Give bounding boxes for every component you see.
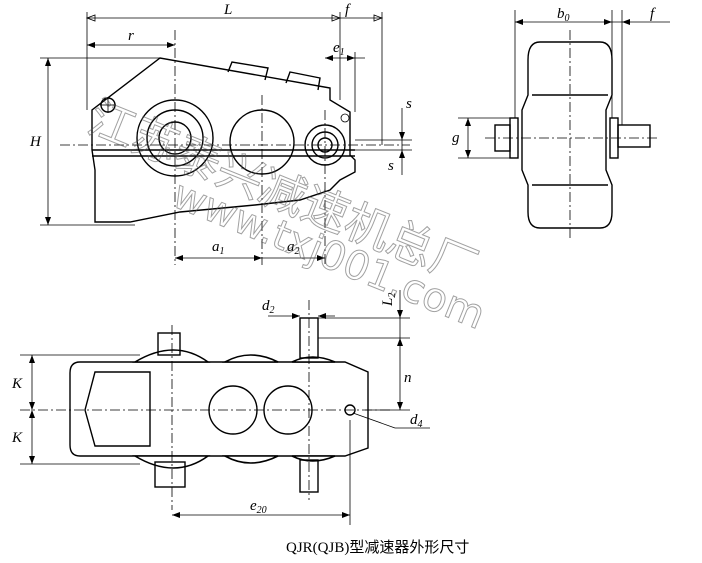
label-K-upper: K [11,376,23,392]
label-n: n [404,370,412,386]
dim-K-arrow-bottom [29,456,35,464]
plan-boss-lower-2 [221,455,279,464]
dim-L-arrow-right [331,14,342,22]
dim-a1-arrow-left [175,255,183,261]
label-L2: L2 [380,293,398,307]
label-L: L [223,2,232,18]
dim-e1-arrow-right [347,55,355,61]
dim-b0-arrow-left [515,19,523,25]
front-lid-1 [227,61,269,81]
dim-d2-arrow-right [318,313,326,319]
dim-a2-arrow-right [317,255,325,261]
side-body-outline [521,41,613,229]
dim-n-arrow-bottom [397,402,403,410]
label-d2: d2 [262,298,275,316]
dim-L2-arrow-bottom [397,338,403,346]
label-s-lower: s [388,158,394,174]
dim-r-arrow-left [87,42,95,48]
figure-caption: QJR(QJB)型减速器外形尺寸 [286,539,469,556]
dim-K-arrow-top [29,355,35,363]
dim-f-side-arrow [622,19,630,25]
dim-s-arrow-bottom [399,150,405,158]
side-view: b0 f g [452,6,670,240]
dim-r-arrow-right [167,42,175,48]
plan-shaft-end-lower-1 [154,461,186,488]
label-s-upper: s [406,96,412,112]
leader-d4 [352,412,396,429]
plan-boss-upper-1 [132,349,211,363]
label-a2: a2 [287,239,300,257]
label-g: g [452,130,460,146]
plan-view: d2 L2 K K n d4 e20 [11,290,430,525]
label-d4: d4 [410,412,423,430]
dim-H-arrow-bottom [45,217,51,225]
plan-shaft-end-lower-3 [299,459,319,493]
plan-shaft-end-upper-1 [157,332,181,356]
dim-s-arrow-top [399,132,405,140]
label-b0: b0 [557,6,570,24]
dim-e20-arrow-left [172,512,180,518]
dim-d2-arrow-left [292,313,300,319]
front-lid-2 [285,71,321,91]
dim-e1-arrow-left [325,55,333,61]
dim-L2-arrow-top [397,310,403,318]
dim-K-arrow-mid-up [29,402,35,410]
label-f-side: f [650,6,656,22]
label-e20: e20 [250,498,267,516]
front-view: L f r e1 H s s a1 a2 [29,2,412,265]
dim-a1-arrow-right [254,255,262,261]
dim-e20-arrow-right [342,512,350,518]
label-r: r [128,28,134,44]
watermark: 江苏泰兴减速机总厂 www.txj001.com [80,90,492,340]
dim-g-arrow-bottom [465,150,471,158]
label-K-lower: K [11,430,23,446]
plan-boss-upper-2 [221,354,279,363]
front-housing-outline [91,57,356,223]
dim-g-arrow-top [465,118,471,126]
label-a1: a1 [212,239,225,257]
plan-housing-outline [69,361,369,457]
watermark-line1: 江苏泰兴减速机总厂 [81,90,485,295]
dim-K-arrow-mid-down [29,410,35,418]
dim-L-arrow-left [85,14,96,22]
label-H: H [29,134,42,150]
label-f-top: f [345,2,351,18]
side-right-shaft [617,124,651,148]
plan-inner-outline [84,371,151,447]
front-oil-gauge [340,113,350,123]
label-e1: e1 [333,40,345,58]
dim-H-arrow-top [45,58,51,66]
dim-b0-arrow-right [604,19,612,25]
dim-f-arrow-right [373,14,384,22]
